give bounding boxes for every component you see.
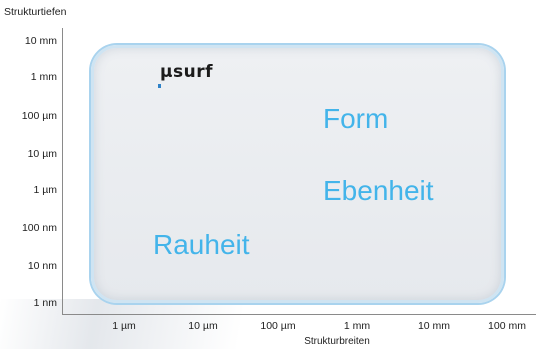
- region-label-ebenheit: Ebenheit: [323, 175, 434, 206]
- usurf-logo: µsurf: [160, 62, 214, 82]
- logo-accent-mark: [158, 84, 161, 88]
- region-label-rauheit: Rauheit: [153, 229, 250, 260]
- region-label-form: Form: [323, 103, 389, 134]
- y-tick-label: 1 nm: [33, 297, 57, 309]
- y-tick-label: 1 µm: [33, 184, 57, 196]
- y-tick-label: 100 nm: [21, 222, 57, 234]
- y-axis-line: [62, 28, 63, 315]
- x-tick-label: 100 mm: [488, 320, 526, 332]
- x-tick-label: 1 µm: [112, 320, 136, 332]
- x-axis-title: Strukturbreiten: [304, 336, 370, 347]
- x-tick-label: 10 mm: [417, 320, 451, 332]
- background-stripe: [0, 299, 539, 349]
- x-axis-line: [62, 314, 536, 315]
- measurement-range-panel: [91, 45, 504, 303]
- y-tick-label: 10 µm: [27, 148, 57, 160]
- x-tick-label: 100 µm: [260, 320, 296, 332]
- x-tick-label: 10 µm: [188, 320, 218, 332]
- y-tick-label: 1 mm: [30, 71, 57, 83]
- y-tick-label: 100 µm: [21, 110, 57, 122]
- y-tick-label: 10 nm: [27, 260, 57, 272]
- x-tick-label: 1 mm: [343, 320, 371, 332]
- y-tick-label: 10 mm: [24, 35, 57, 47]
- y-axis-title: Strukturtiefen: [4, 6, 67, 18]
